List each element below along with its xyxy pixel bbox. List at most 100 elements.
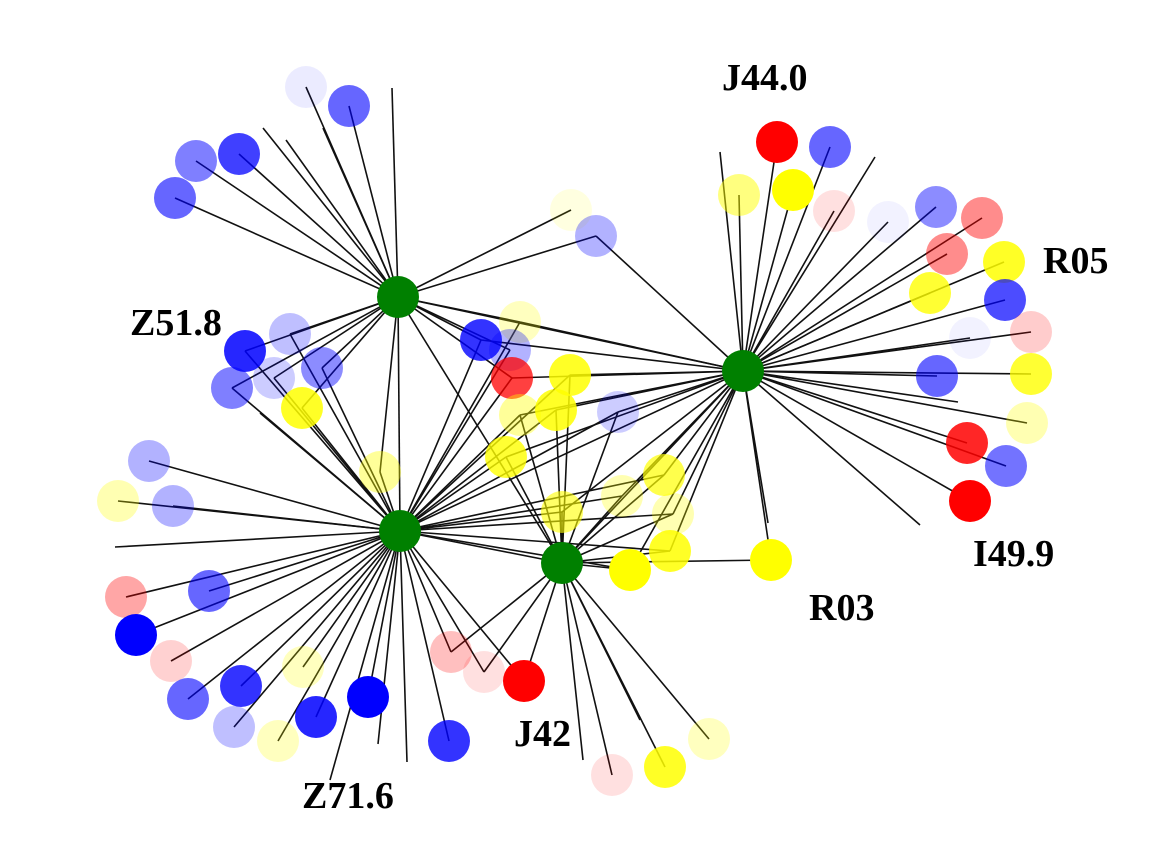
blue-node [211, 367, 253, 409]
blue-node [295, 696, 337, 738]
edge [231, 296, 399, 389]
yellow-node [688, 718, 730, 760]
edge [399, 530, 452, 653]
edge [742, 253, 948, 372]
edge [322, 127, 399, 298]
edge [561, 562, 710, 740]
blue-node [152, 485, 194, 527]
edge [174, 197, 399, 298]
edge [399, 456, 507, 532]
edge-hub [397, 296, 401, 532]
edge [621, 370, 744, 497]
edge [321, 367, 401, 532]
yellow-node [983, 241, 1025, 283]
edges-layer [114, 86, 1032, 781]
edge [125, 530, 401, 598]
edge [399, 414, 521, 532]
yellow-node [550, 189, 592, 231]
edge [285, 139, 399, 298]
edge [238, 153, 399, 298]
edge [480, 339, 744, 372]
edge [519, 321, 744, 372]
yellow-node [643, 454, 685, 496]
label-r05: R05 [1043, 240, 1108, 282]
edge [742, 299, 1006, 372]
blue-node [115, 614, 157, 656]
leaf-nodes-layer [97, 66, 1052, 796]
edge [273, 296, 399, 379]
red-node [961, 197, 1003, 239]
blue-node [867, 201, 909, 243]
edge [569, 370, 744, 376]
edge [742, 370, 1032, 375]
labels-layer: J44.0 R05 I49.9 R03 J42 Z71.6 Z51.8 [130, 57, 1108, 817]
edge [399, 530, 631, 571]
edge [329, 530, 401, 781]
edge [302, 530, 401, 668]
yellow-node [1006, 402, 1048, 444]
blue-node [428, 720, 470, 762]
yellow-node [499, 394, 541, 436]
edge [742, 370, 968, 444]
blue-node [984, 279, 1026, 321]
edge [301, 296, 399, 409]
blue-node [269, 313, 311, 355]
red-node [463, 651, 505, 693]
edge [240, 530, 401, 687]
edge [663, 370, 744, 476]
edge [450, 562, 563, 653]
edge [742, 206, 937, 372]
blue-node [175, 140, 217, 182]
edge [742, 370, 1028, 424]
edge [742, 189, 794, 372]
edge [399, 513, 674, 532]
edge [399, 530, 450, 742]
blue-node [328, 85, 370, 127]
edge [114, 530, 401, 548]
blue-node [188, 570, 230, 612]
edge [742, 146, 831, 372]
yellow-node [1010, 353, 1052, 395]
edge [170, 530, 401, 662]
blue-node [985, 445, 1027, 487]
red-node [949, 480, 991, 522]
edge-hub [399, 370, 744, 532]
hub-node [379, 510, 421, 552]
edge [135, 530, 401, 636]
edge [742, 370, 769, 524]
edge [399, 474, 665, 532]
edge [397, 209, 572, 298]
blue-node [285, 66, 327, 108]
blue-node [301, 347, 343, 389]
yellow-node [282, 646, 324, 688]
edge [262, 127, 399, 298]
red-node [491, 357, 533, 399]
edge [738, 194, 744, 372]
blue-node [167, 678, 209, 720]
edge [672, 370, 744, 515]
hub-node [722, 350, 764, 392]
yellow-node [718, 174, 760, 216]
edge [742, 370, 959, 403]
edge [742, 210, 835, 372]
edge [505, 370, 744, 458]
red-node [150, 640, 192, 682]
yellow-node [541, 491, 583, 533]
edge [742, 370, 971, 502]
red-node [1010, 311, 1052, 353]
edge [379, 296, 399, 473]
blue-node [916, 355, 958, 397]
edge [519, 414, 563, 564]
label-i49-9: I49.9 [973, 533, 1054, 575]
yellow-node [772, 169, 814, 211]
edge [742, 292, 931, 372]
blue-node [218, 133, 260, 175]
red-node [926, 233, 968, 275]
yellow-node [652, 493, 694, 535]
blue-node [220, 665, 262, 707]
edge [367, 530, 401, 698]
red-node [503, 660, 545, 702]
red-node [430, 631, 472, 673]
edge [399, 530, 485, 673]
yellow-node [485, 436, 527, 478]
